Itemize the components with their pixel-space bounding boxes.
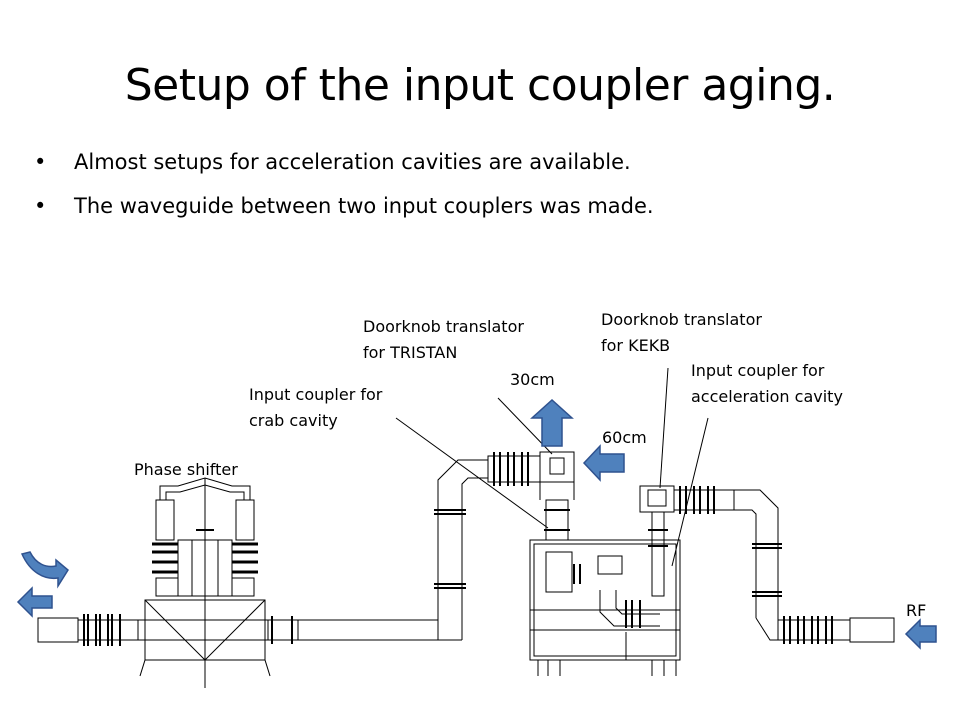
label-input-coupler-acceleration: Input coupler for acceleration cavity: [691, 361, 843, 406]
doorknob-tristan: [539, 451, 575, 541]
doorknob-kekb: [639, 485, 735, 597]
bullet-text: Almost setups for acceleration cavities …: [74, 150, 631, 174]
bullet-text: The waveguide between two input couplers…: [74, 194, 654, 218]
label-doorknob-kekb: Doorknob translator for KEKB: [601, 310, 762, 355]
left-waveguide: [37, 614, 439, 646]
slide-title: Setup of the input coupler aging.: [124, 60, 836, 111]
vertical-waveguide-left: [434, 452, 541, 641]
bullet-item: • The waveguide between two input coupler…: [34, 194, 654, 238]
leader-lines: [204, 367, 709, 567]
test-stand: [529, 539, 681, 676]
label-dimension-30cm: 30cm: [510, 370, 555, 389]
arrows: [16, 398, 937, 650]
input-left-arrow-icon: [582, 444, 625, 482]
right-waveguide: [734, 489, 895, 644]
label-dimension-60cm: 60cm: [602, 428, 647, 447]
phase-shifter: [139, 477, 271, 688]
bullet-dot-icon: •: [34, 150, 47, 174]
label-doorknob-tristan: Doorknob translator for TRISTAN: [363, 317, 524, 362]
bullet-item: • Almost setups for acceleration cavities…: [34, 150, 654, 194]
label-input-coupler-crab: Input coupler for crab cavity: [249, 385, 383, 430]
exhaust-up-arrow-icon: [530, 398, 574, 447]
label-phase-shifter: Phase shifter: [134, 460, 238, 479]
bullet-list: • Almost setups for acceleration cavities…: [34, 150, 654, 238]
rotate-arrow-icon: [20, 551, 69, 589]
output-left-arrow-icon: [16, 586, 53, 618]
rf-in-arrow-icon: [904, 618, 937, 650]
bullet-dot-icon: •: [34, 194, 47, 218]
label-rf: RF: [906, 601, 927, 620]
